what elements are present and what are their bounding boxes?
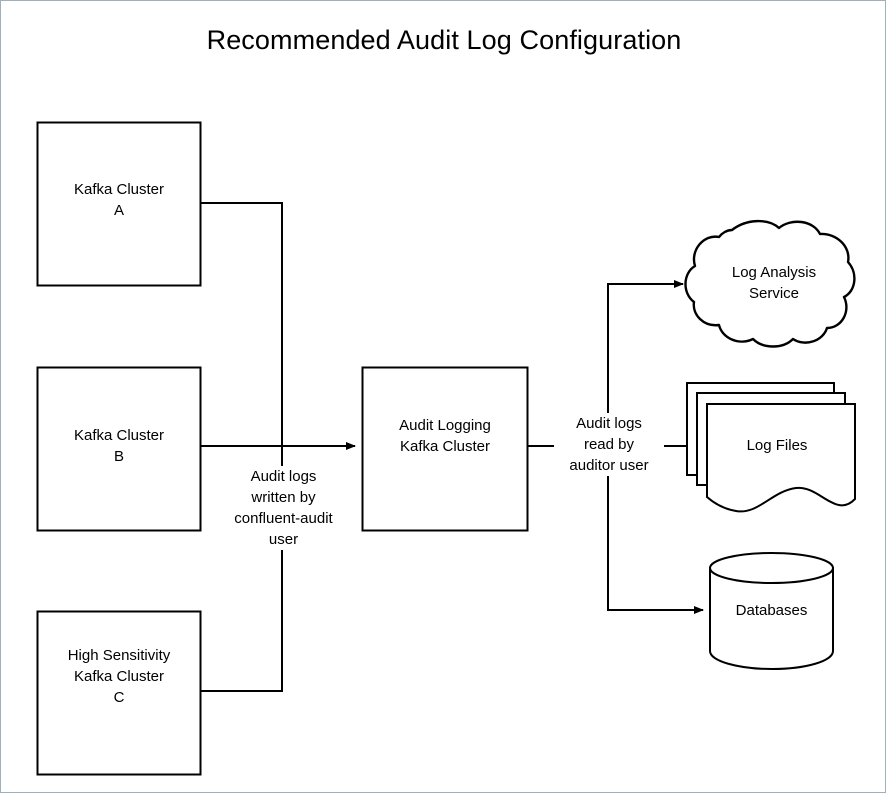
edge-label-write-edge: Audit logs written by confluent-audit us… bbox=[214, 466, 353, 550]
edge-audit-logging-to-log-analysis bbox=[607, 280, 684, 421]
node-label-cluster-c: High Sensitivity Kafka Cluster C bbox=[67, 647, 171, 706]
node-label-audit-logging: Audit Logging Kafka Cluster bbox=[399, 417, 491, 455]
node-cluster-c[interactable] bbox=[36, 610, 202, 776]
node-label-databases: Databases bbox=[735, 602, 808, 619]
node-audit-logging[interactable] bbox=[361, 366, 529, 532]
edge-label-read-edge: Audit logs read by auditor user bbox=[554, 413, 664, 476]
node-cluster-b[interactable] bbox=[36, 366, 202, 532]
edge-audit-logging-to-databases bbox=[607, 471, 704, 614]
node-cluster-a[interactable] bbox=[36, 121, 202, 287]
node-label-cluster-a: Kafka Cluster A bbox=[73, 181, 165, 219]
node-label-log-analysis: Log Analysis Service bbox=[731, 264, 817, 302]
page-title: Recommended Audit Log Configuration bbox=[206, 25, 682, 55]
node-databases-top-ellipse bbox=[709, 552, 834, 584]
edge-cluster-a-to-audit-logging bbox=[201, 202, 283, 446]
node-label-cluster-b: Kafka Cluster B bbox=[73, 427, 165, 465]
node-log-analysis-cloud[interactable] bbox=[684, 219, 856, 348]
node-databases-body[interactable] bbox=[709, 567, 834, 671]
node-log-files-sheet-front[interactable] bbox=[706, 403, 856, 513]
node-label-log-files: Log Files bbox=[746, 437, 808, 454]
